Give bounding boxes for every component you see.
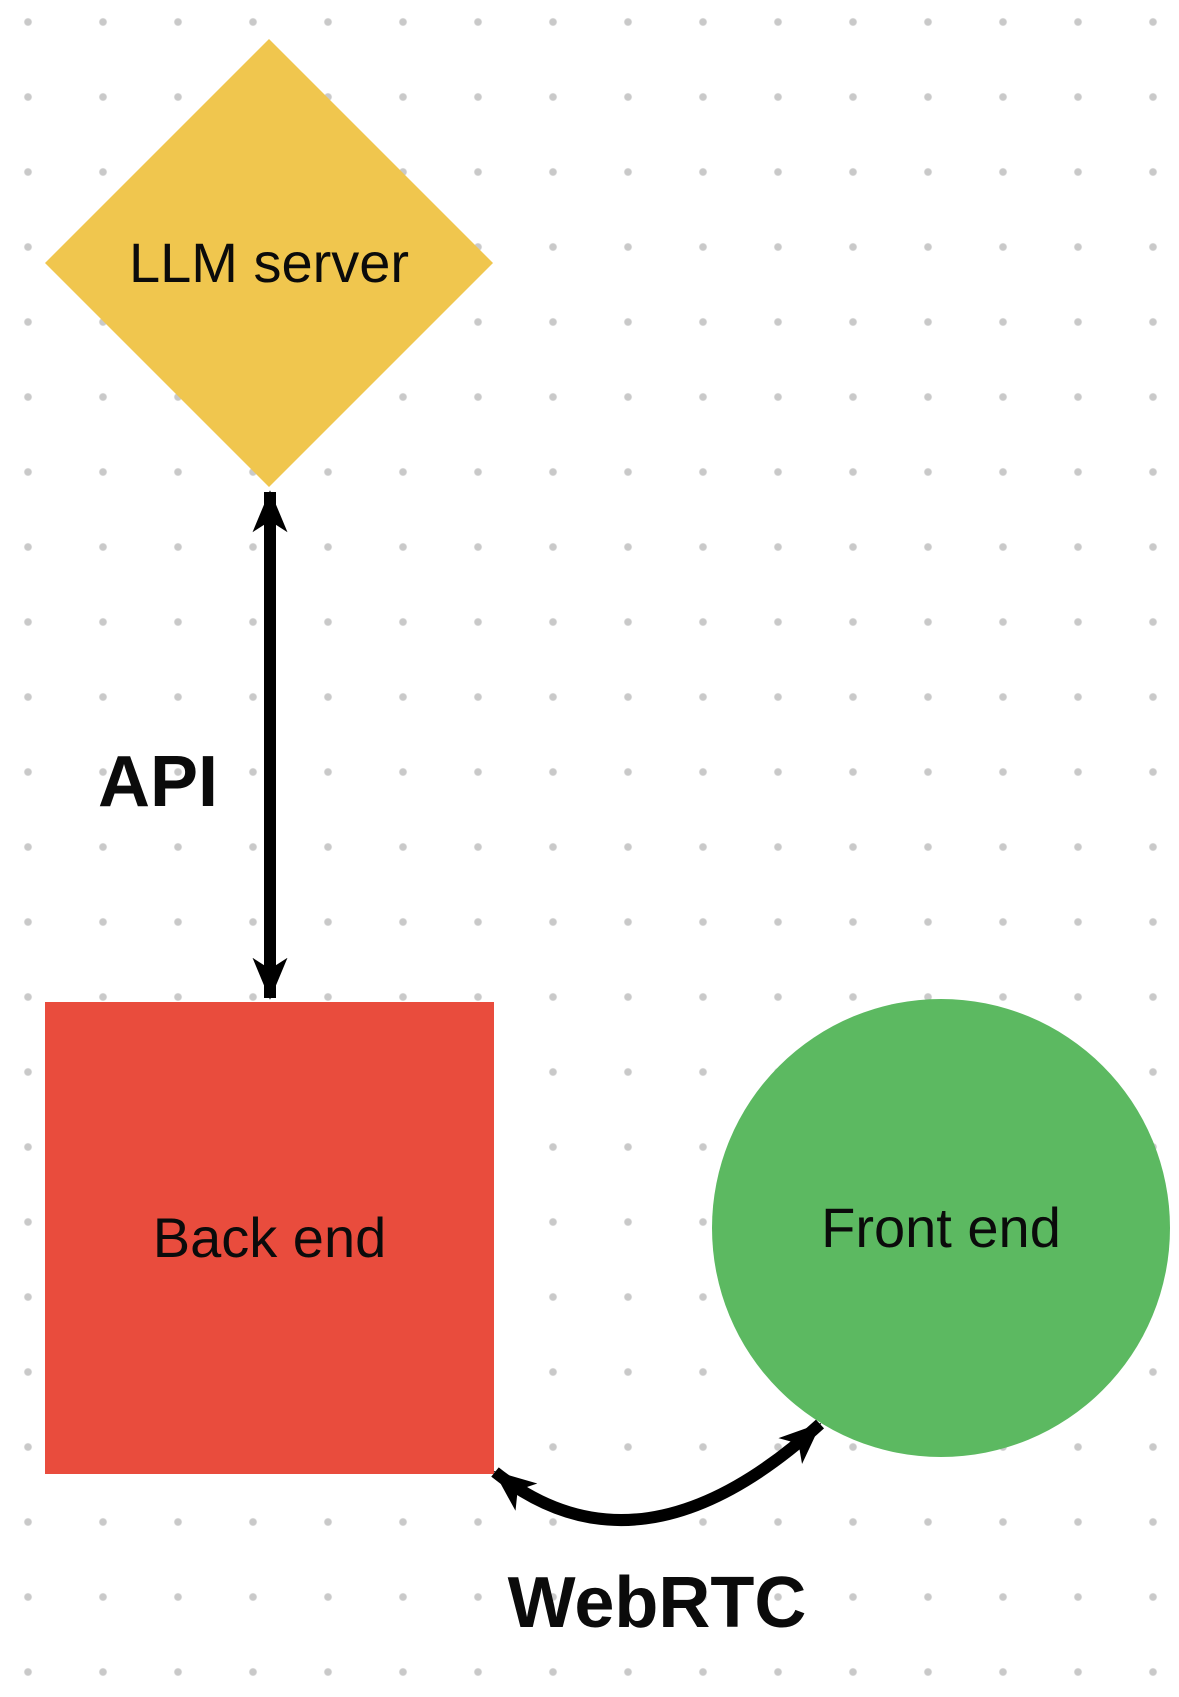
node-llm-server[interactable]: LLM server — [45, 39, 493, 487]
node-front-end[interactable]: Front end — [712, 999, 1170, 1457]
edge-webrtc-label: WebRTC — [507, 1563, 807, 1643]
edge-webrtc-arrow[interactable] — [491, 1419, 825, 1526]
node-back-end-label: Back end — [152, 1206, 387, 1269]
edge-api-label: API — [97, 742, 219, 822]
node-back-end[interactable]: Back end — [45, 1002, 494, 1474]
node-front-end-label: Front end — [821, 1196, 1061, 1259]
node-llm-server-label: LLM server — [128, 231, 410, 294]
